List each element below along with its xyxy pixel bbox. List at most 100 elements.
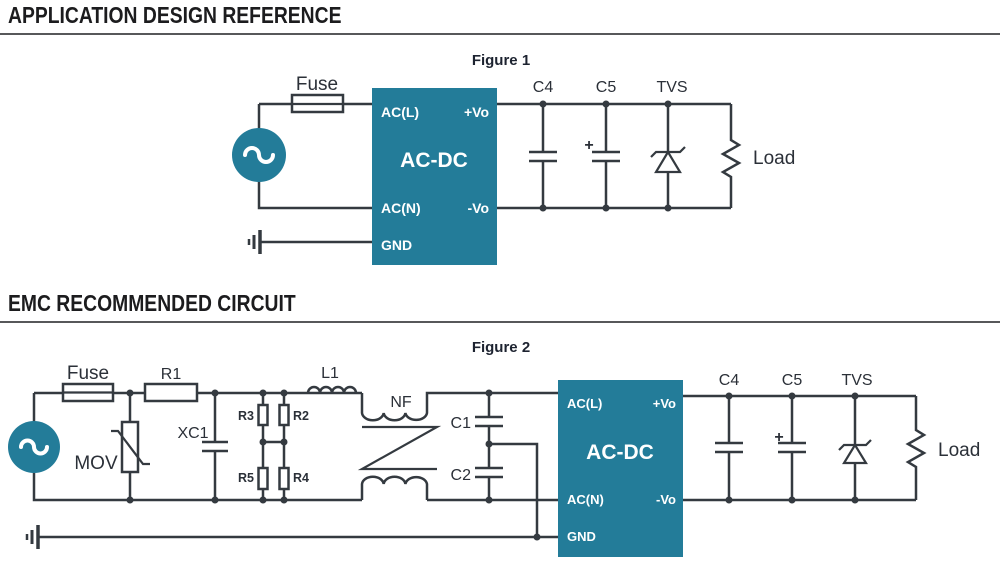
node xyxy=(126,389,134,397)
node xyxy=(280,496,288,504)
fig2-r4-label: R4 xyxy=(293,471,309,485)
fig2-xc1-label: XC1 xyxy=(177,425,208,442)
fig1-c5-plates xyxy=(592,150,620,163)
fig2-pin-vo-plus: +Vo xyxy=(653,396,676,411)
fig2-fuse-label: Fuse xyxy=(67,363,109,384)
fig2-c4-capacitor: C4 xyxy=(715,372,743,504)
fig1-fuse-label: Fuse xyxy=(296,74,338,95)
node xyxy=(280,389,288,397)
fig1-c4-plates xyxy=(529,150,557,163)
section2-header: EMC RECOMMENDED CIRCUIT xyxy=(0,288,1000,323)
fig1-tvs-label: TVS xyxy=(656,79,687,96)
fig2-r1-resistor xyxy=(143,382,199,403)
fig2-block-name: AC-DC xyxy=(586,441,654,464)
fig2-pin-gnd: GND xyxy=(567,529,596,544)
fig2-r2-resistor xyxy=(278,403,290,427)
node xyxy=(602,100,610,108)
node xyxy=(126,496,134,504)
node xyxy=(664,100,672,108)
fig1-pin-acn: AC(N) xyxy=(381,200,421,216)
fig2-pin-acn: AC(N) xyxy=(567,492,604,507)
node xyxy=(211,496,219,504)
fig2-r4-resistor xyxy=(278,466,290,491)
node xyxy=(788,392,796,400)
fig2-pin-acl: AC(L) xyxy=(567,396,602,411)
node xyxy=(259,496,267,504)
fig1-tvs-diode: TVS xyxy=(650,79,688,212)
fig2-tvs-triangle xyxy=(842,442,868,465)
node xyxy=(533,533,541,541)
fig1-c5-polarity: + xyxy=(584,137,593,154)
node xyxy=(851,496,859,504)
fig2-c5-polarity: + xyxy=(774,429,783,446)
fig1-ground-icon xyxy=(247,230,262,254)
fig1-pin-vo-minus: -Vo xyxy=(467,200,489,216)
fig2-r3-label: R3 xyxy=(238,409,254,423)
figure1-title: Figure 1 xyxy=(472,52,530,69)
fig2-acdc-block xyxy=(558,380,683,557)
fig2-c1-plates xyxy=(475,415,503,428)
node xyxy=(485,440,493,448)
node xyxy=(259,438,267,446)
fig2-load-resistor: Load xyxy=(905,396,980,500)
fig2-l1-inductor: L1 xyxy=(306,365,358,394)
fig2-c4-plates xyxy=(715,441,743,454)
fig1-sine-icon xyxy=(243,146,275,164)
figure2-title: Figure 2 xyxy=(472,339,530,356)
fig2-mov-varistor: MOV xyxy=(74,389,150,504)
fig2-pin-vo-minus: -Vo xyxy=(656,492,676,507)
fig2-r5-resistor xyxy=(257,466,269,491)
fig2-c4-label: C4 xyxy=(719,372,740,389)
node xyxy=(539,204,547,212)
node xyxy=(259,389,267,397)
fig2-nf-bottom-winding xyxy=(360,475,429,500)
fig2-load-zigzag xyxy=(905,396,927,500)
fig2-r1-label: R1 xyxy=(161,366,182,383)
fig2-ground-icon xyxy=(25,525,40,549)
fig2-c5-capacitor: + C5 xyxy=(774,372,806,504)
fig1-c5-capacitor: + C5 xyxy=(584,79,620,212)
fig2-tvs-label: TVS xyxy=(841,372,872,389)
fig2-c1-label: C1 xyxy=(451,415,472,432)
fig1-load-resistor: Load xyxy=(720,104,795,208)
fig2-c1-capacitor: C1 xyxy=(451,393,503,444)
fig1-pin-acl: AC(L) xyxy=(381,104,419,120)
fig2-mov-label: MOV xyxy=(74,453,118,474)
node xyxy=(725,392,733,400)
fig2-l1-coil xyxy=(306,385,358,394)
node xyxy=(485,496,493,504)
fig2-xc1-capacitor: XC1 xyxy=(177,389,228,504)
fig2-ycap-gnd-link xyxy=(489,442,539,537)
fig2-r3-r5-chain: R3 R5 xyxy=(238,393,269,500)
fig2-nf-core xyxy=(357,425,442,471)
fig1-load-zigzag xyxy=(720,104,742,208)
fig1-c4-label: C4 xyxy=(533,79,554,96)
fig1-acdc-block xyxy=(372,88,497,265)
fig2-c5-plates xyxy=(778,441,806,454)
node xyxy=(664,204,672,212)
fig2-nf-top-winding xyxy=(360,391,430,422)
fig2-nf-label: NF xyxy=(390,394,412,411)
section1-header: APPLICATION DESIGN REFERENCE xyxy=(0,0,1000,35)
fig2-c2-plates xyxy=(475,466,503,479)
fig2-c2-label: C2 xyxy=(451,467,472,484)
node xyxy=(485,389,493,397)
node xyxy=(788,496,796,504)
fig1-c4-capacitor: C4 xyxy=(529,79,557,212)
fig2-nf-choke: NF xyxy=(357,391,442,500)
fig2-r5-label: R5 xyxy=(238,471,254,485)
fig1-pin-vo-plus: +Vo xyxy=(464,104,489,120)
node xyxy=(851,392,859,400)
fig2-load-label: Load xyxy=(938,440,980,461)
section2-title: EMC RECOMMENDED CIRCUIT xyxy=(8,290,296,316)
fig2-xc1-plates xyxy=(202,440,228,453)
node xyxy=(539,100,547,108)
node xyxy=(602,204,610,212)
fig1-tvs-triangle xyxy=(654,149,682,174)
fig2-r3-resistor xyxy=(257,403,269,427)
fig1-block-name: AC-DC xyxy=(400,149,468,172)
fig1-c5-label: C5 xyxy=(596,79,617,96)
fig2-l1-label: L1 xyxy=(321,365,339,382)
